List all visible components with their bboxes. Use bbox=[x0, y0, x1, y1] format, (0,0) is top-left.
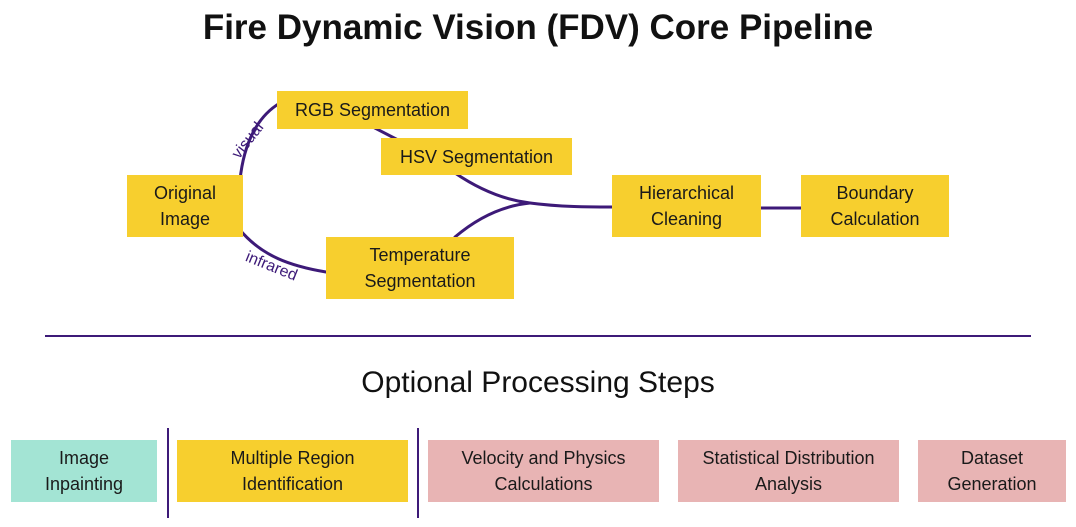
edge-merge-to-cleaning bbox=[528, 201, 614, 209]
node-temperature-segmentation: Temperature Segmentation bbox=[326, 237, 514, 299]
optional-dataset-generation: Dataset Generation bbox=[918, 440, 1066, 502]
node-rgb-segmentation: RGB Segmentation bbox=[277, 91, 468, 129]
optional-multiple-region-identification: Multiple Region Identification bbox=[177, 440, 408, 502]
optional-velocity-physics: Velocity and Physics Calculations bbox=[428, 440, 659, 502]
node-hierarchical-cleaning: Hierarchical Cleaning bbox=[612, 175, 761, 237]
edge-original-to-temp bbox=[238, 228, 328, 274]
node-boundary-calculation: Boundary Calculation bbox=[801, 175, 949, 237]
optional-image-inpainting: Image Inpainting bbox=[11, 440, 157, 502]
node-hsv-segmentation: HSV Segmentation bbox=[381, 138, 572, 175]
edge-original-to-rgb bbox=[238, 101, 282, 182]
node-original-image: Original Image bbox=[127, 175, 243, 237]
optional-statistical-distribution: Statistical Distribution Analysis bbox=[678, 440, 899, 502]
diagram-title: Fire Dynamic Vision (FDV) Core Pipeline bbox=[202, 8, 874, 47]
edge-hsv-to-merge bbox=[453, 171, 532, 205]
optional-section-title: Optional Processing Steps bbox=[361, 366, 715, 399]
edge-temp-to-merge bbox=[453, 201, 532, 239]
